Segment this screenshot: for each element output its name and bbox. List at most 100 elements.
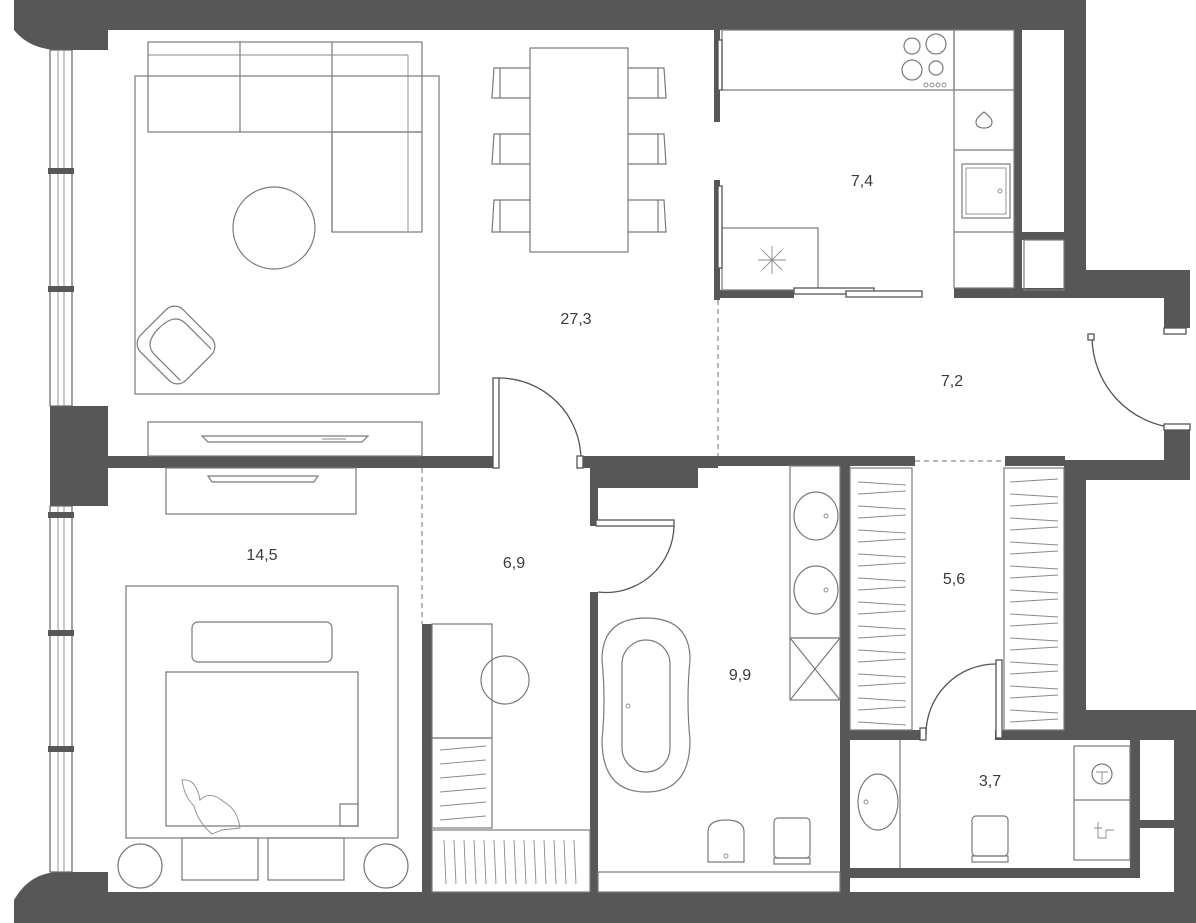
- hanger-line: [1009, 565, 1059, 570]
- bench-left: [181, 837, 259, 881]
- hanger-line: [1009, 598, 1059, 603]
- kitchen-units: [721, 29, 1065, 298]
- hanger-line: [563, 839, 567, 885]
- bed-frame: [125, 585, 399, 839]
- bed-throw: [181, 779, 241, 835]
- washer-dryer-unit: [1073, 745, 1131, 861]
- hanger-line: [463, 839, 467, 885]
- hanger-line: [543, 839, 547, 885]
- hanger-line: [857, 577, 907, 582]
- rug: [134, 75, 440, 395]
- basin-top: [793, 491, 839, 541]
- area-wc: 3,7: [979, 773, 1001, 790]
- bathtub: [601, 617, 691, 793]
- hanger-line: [857, 562, 907, 567]
- toilet: [773, 817, 811, 865]
- boiler-icon: [1091, 763, 1113, 785]
- closet-left: [849, 467, 913, 731]
- hanger-line: [573, 839, 577, 885]
- hanger-line: [857, 601, 907, 606]
- nightstand-left: [117, 843, 163, 889]
- bathroom-fixtures: [597, 465, 841, 893]
- hanger-line: [1009, 646, 1059, 651]
- hob: [901, 33, 947, 88]
- area-corridor: 6,9: [503, 555, 525, 572]
- living-room-furniture: [134, 41, 440, 457]
- wardrobe-furniture: [849, 467, 1065, 731]
- console-table: [431, 623, 493, 739]
- area-bedroom: 14,5: [246, 547, 277, 564]
- meter-icon: [1094, 822, 1114, 839]
- hanger-line: [857, 634, 907, 639]
- hanger-line: [483, 839, 487, 885]
- hanger-line: [1009, 502, 1059, 507]
- kitchen-sink: [961, 163, 1011, 219]
- area-living-kitchen: 27,3: [560, 311, 591, 328]
- fridge-niche: [1023, 239, 1065, 291]
- bidet: [707, 819, 745, 863]
- hanger-line: [1009, 478, 1059, 483]
- dining-set: [491, 47, 667, 253]
- mattress: [165, 671, 359, 827]
- corner-sofa: [147, 41, 423, 233]
- hanger-line: [523, 839, 527, 885]
- hanger-line: [857, 649, 907, 654]
- hanger-line: [1009, 517, 1059, 522]
- area-bathroom: 9,9: [729, 667, 751, 684]
- walls: [14, 0, 1196, 923]
- armchair: [136, 305, 216, 385]
- corridor-wardrobe: [431, 829, 591, 893]
- hanger-line: [1009, 613, 1059, 618]
- dining-table: [529, 47, 629, 253]
- hanger-line: [473, 839, 477, 885]
- hanger-line: [443, 839, 447, 885]
- bedroom-furniture: [117, 467, 409, 889]
- tv-console: [147, 421, 423, 457]
- left-windows: [48, 49, 74, 873]
- hanger-line: [533, 839, 537, 885]
- hanger-line: [1009, 694, 1059, 699]
- hanger-line: [553, 839, 557, 885]
- hanger-line: [857, 658, 907, 663]
- shower-tray: [789, 637, 841, 701]
- shoe-rack: [431, 737, 493, 829]
- water-drop: [975, 111, 993, 129]
- hanger-line: [857, 610, 907, 615]
- hanger-line: [453, 839, 457, 885]
- area-hall: 7,2: [941, 373, 963, 390]
- wc-basin: [857, 773, 899, 831]
- hanger-line: [1009, 670, 1059, 675]
- tv: [200, 435, 370, 443]
- hanger-line: [513, 839, 517, 885]
- area-kitchen: 7,4: [851, 173, 873, 190]
- round-stool: [480, 655, 530, 705]
- bath-shelf: [597, 871, 841, 893]
- bench-right: [267, 837, 345, 881]
- coffee-table: [232, 186, 316, 270]
- hanger-line: [1009, 589, 1059, 594]
- basin-bottom: [793, 565, 839, 615]
- room-labels: 27,3 7,4 7,2 14,5 6,9 9,9 5,6 3,7: [246, 173, 1001, 790]
- bedroom-tv: [206, 475, 320, 483]
- hanger-line: [857, 673, 907, 678]
- corridor-furniture: [431, 623, 591, 893]
- area-wardrobe: 5,6: [943, 571, 965, 588]
- hanger-line: [857, 625, 907, 630]
- hanger-line: [1009, 661, 1059, 666]
- hanger-line: [857, 481, 907, 486]
- hanger-line: [1009, 718, 1059, 723]
- hanger-line: [493, 839, 497, 885]
- hanger-line: [857, 538, 907, 543]
- hanger-line: [857, 697, 907, 702]
- hanger-line: [1009, 550, 1059, 555]
- zone-dividers: [421, 300, 1005, 624]
- hanger-line: [1009, 709, 1059, 714]
- nightstand-right: [363, 843, 409, 889]
- hanger-line: [857, 514, 907, 519]
- hanger-line: [1009, 541, 1059, 546]
- hanger-line: [1009, 493, 1059, 498]
- hanger-line: [1009, 637, 1059, 642]
- hanger-line: [1009, 685, 1059, 690]
- headboard-cushion: [191, 621, 333, 663]
